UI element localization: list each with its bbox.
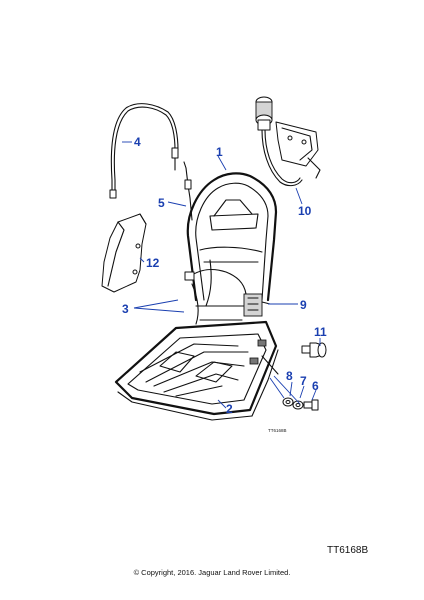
part-2-seat-cushion-frame <box>114 320 279 421</box>
callout-4: 4 <box>134 135 141 149</box>
part-1-seat-back-frame <box>186 172 278 302</box>
callout-11: 11 <box>314 325 327 339</box>
inline-drawing-code: TT6168B <box>268 428 287 433</box>
callout-3: 3 <box>122 302 129 316</box>
part-7-washer <box>292 400 304 410</box>
callout-12: 12 <box>146 256 160 270</box>
part-4-cable <box>109 103 179 199</box>
part-10-motor-assembly <box>255 96 321 187</box>
part-3-lumbar-wiring <box>184 259 247 325</box>
part-12-airbag-module <box>101 213 147 293</box>
callout-8: 8 <box>286 369 293 383</box>
callout-10: 10 <box>298 204 312 218</box>
copyright-notice: © Copyright, 2016. Jaguar Land Rover Lim… <box>133 568 291 577</box>
callout-5: 5 <box>158 196 165 210</box>
callout-7: 7 <box>300 374 307 388</box>
part-6-bolt <box>303 399 319 411</box>
leader-lines <box>122 141 321 409</box>
callout-6: 6 <box>312 379 319 393</box>
part-11-knob <box>301 342 327 358</box>
part-9-actuator <box>243 293 271 317</box>
part-8-clip <box>282 397 294 407</box>
callout-9: 9 <box>300 298 307 312</box>
callout-2: 2 <box>226 402 233 416</box>
callout-1: 1 <box>216 145 223 159</box>
drawing-code: TT6168B <box>327 545 369 556</box>
